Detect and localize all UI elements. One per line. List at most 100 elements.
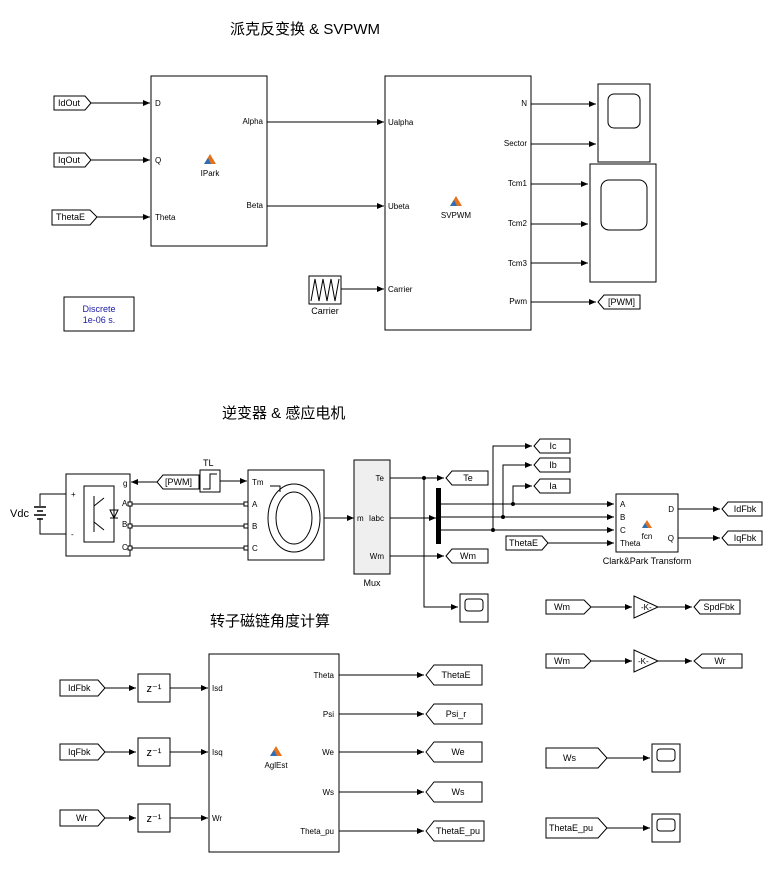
scope-thetae-pu[interactable]: [651, 813, 681, 843]
goto-ib[interactable]: Ib: [533, 457, 571, 473]
svg-text:IPark: IPark: [201, 169, 221, 178]
from-iqfbk[interactable]: IqFbk: [59, 743, 106, 761]
wire-ic-goto: [492, 443, 532, 530]
from-wm-1[interactable]: Wm: [545, 599, 592, 615]
svg-text:Isq: Isq: [212, 748, 223, 757]
svg-text:Sector: Sector: [504, 139, 527, 148]
svg-text:ThetaE_pu: ThetaE_pu: [549, 823, 593, 833]
svg-text:Pwm: Pwm: [509, 297, 527, 306]
goto-iqfbk[interactable]: IqFbk: [721, 530, 763, 546]
scope-icon: [600, 179, 648, 231]
svg-text:D: D: [668, 505, 674, 514]
goto-pwm[interactable]: [PWM]: [597, 294, 641, 310]
svg-text:[PWM]: [PWM]: [165, 477, 192, 487]
from-idout[interactable]: IdOut: [53, 95, 92, 111]
svg-text:-K-: -K-: [638, 657, 649, 666]
vdc-source[interactable]: Vdc: [10, 493, 66, 535]
goto-ws[interactable]: Ws: [425, 781, 483, 803]
triangle-wave-icon: [310, 278, 340, 302]
svg-text:Ic: Ic: [549, 441, 557, 451]
inverter-block[interactable]: + - g A B C: [65, 473, 131, 557]
from-thetae-clark[interactable]: ThetaE: [505, 535, 549, 551]
svg-text:Psi_r: Psi_r: [446, 709, 467, 719]
delay-wr[interactable]: z⁻¹: [137, 803, 171, 833]
svg-text:Ia: Ia: [549, 481, 557, 491]
svg-text:ThetaE: ThetaE: [56, 212, 85, 222]
svg-text:+: +: [71, 490, 76, 499]
gain-spd[interactable]: -K-: [633, 595, 660, 619]
svg-text:ThetaE_pu: ThetaE_pu: [436, 826, 480, 836]
bus-selector-block[interactable]: m Te Iabc Wm Mux: [353, 459, 391, 588]
svg-text:IdFbk: IdFbk: [68, 683, 91, 693]
demux-bar[interactable]: [436, 488, 441, 544]
svg-text:Wr: Wr: [212, 814, 222, 823]
svg-text:IdOut: IdOut: [58, 98, 81, 108]
svg-text:A: A: [122, 499, 128, 508]
svg-text:Tcm2: Tcm2: [508, 219, 528, 228]
goto-ia[interactable]: Ia: [533, 478, 571, 494]
svg-text:A: A: [620, 500, 626, 509]
section-title-inverter: 逆变器 & 感应电机: [222, 404, 345, 422]
from-thetae-pu[interactable]: ThetaE_pu: [545, 817, 608, 839]
scope-te[interactable]: [459, 593, 489, 623]
svg-text:AglEst: AglEst: [264, 761, 288, 770]
scope-ws[interactable]: [651, 743, 681, 773]
ipark-block[interactable]: D Q Theta Alpha Beta IPark: [150, 75, 268, 247]
scope-n-sector[interactable]: [597, 83, 651, 163]
gain-wr[interactable]: -K-: [633, 649, 660, 673]
svg-text:Ws: Ws: [322, 788, 334, 797]
svg-text:Te: Te: [463, 473, 473, 483]
svg-text:Q: Q: [155, 156, 161, 165]
svpwm-block[interactable]: Ualpha Ubeta Carrier N Sector Tcm1 Tcm2 …: [384, 75, 532, 331]
goto-wm[interactable]: Wm: [445, 548, 489, 564]
from-ws[interactable]: Ws: [545, 747, 608, 769]
induction-motor-block[interactable]: Tm A B C m: [247, 469, 325, 561]
svg-text:SpdFbk: SpdFbk: [703, 602, 735, 612]
section-title-angle: 转子磁链角度计算: [210, 612, 330, 630]
goto-idfbk[interactable]: IdFbk: [721, 501, 763, 517]
svg-text:Wr: Wr: [76, 813, 87, 823]
from-wm-2[interactable]: Wm: [545, 653, 592, 669]
svg-text:Iabc: Iabc: [369, 514, 384, 523]
from-iqout[interactable]: IqOut: [53, 152, 92, 168]
aglest-block[interactable]: Isd Isq Wr Theta Psi We Ws Theta_pu AglE…: [208, 653, 340, 853]
scope-icon: [656, 748, 676, 762]
svg-text:Tm: Tm: [252, 478, 264, 487]
goto-wr[interactable]: Wr: [693, 653, 743, 669]
svg-text:m: m: [357, 514, 364, 523]
delay-isd[interactable]: z⁻¹: [137, 673, 171, 703]
svg-text:Theta: Theta: [620, 539, 641, 548]
powergui-block[interactable]: Discrete 1e-06 s.: [63, 296, 135, 332]
svg-text:-K-: -K-: [641, 603, 652, 612]
from-wr[interactable]: Wr: [59, 809, 106, 827]
clark-park-block[interactable]: A B C Theta D Q fcn Clark&Park Transform: [603, 493, 692, 566]
from-pwm[interactable]: [PWM]: [156, 474, 200, 490]
goto-te[interactable]: Te: [445, 470, 489, 486]
goto-spdfbk[interactable]: SpdFbk: [693, 599, 741, 615]
goto-we[interactable]: We: [425, 741, 483, 763]
svg-text:Discrete: Discrete: [82, 304, 115, 314]
wire-ia-goto: [512, 483, 532, 504]
svg-text:Wm: Wm: [460, 551, 476, 561]
from-idfbk[interactable]: IdFbk: [59, 679, 106, 697]
svg-text:Carrier: Carrier: [388, 285, 413, 294]
carrier-block[interactable]: Carrier: [308, 275, 342, 316]
step-icon: [203, 473, 217, 490]
svg-text:TL: TL: [203, 458, 214, 468]
delay-isq[interactable]: z⁻¹: [137, 737, 171, 767]
goto-psi-r[interactable]: Psi_r: [425, 703, 483, 725]
goto-ic[interactable]: Ic: [533, 438, 571, 454]
svg-text:IdFbk: IdFbk: [734, 504, 757, 514]
scope-tcm[interactable]: [589, 163, 657, 283]
svg-text:Wm: Wm: [370, 552, 385, 561]
svg-text:Ualpha: Ualpha: [388, 118, 414, 127]
tl-step-block[interactable]: TL: [199, 458, 221, 493]
svg-text:Clark&Park Transform: Clark&Park Transform: [603, 556, 692, 566]
goto-thetae[interactable]: ThetaE: [425, 664, 483, 686]
svg-text:Beta: Beta: [247, 201, 264, 210]
svg-text:B: B: [620, 513, 625, 522]
scope-icon: [464, 598, 484, 612]
svg-text:IqFbk: IqFbk: [68, 747, 91, 757]
goto-thetae-pu[interactable]: ThetaE_pu: [425, 820, 485, 842]
from-thetae[interactable]: ThetaE: [51, 209, 98, 226]
